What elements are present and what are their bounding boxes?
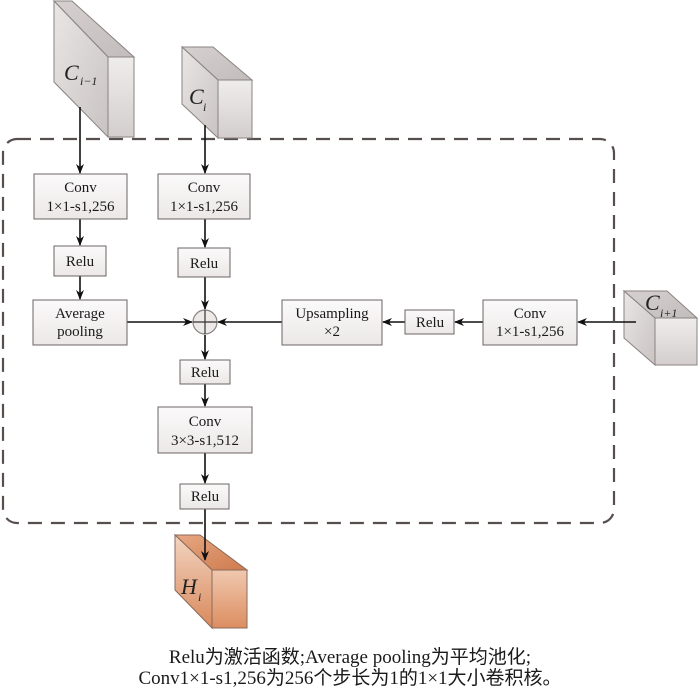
block-title: Relu bbox=[191, 365, 220, 381]
block-params: 1×1-s1,256 bbox=[170, 199, 239, 215]
block-title: Relu bbox=[191, 489, 220, 505]
block-upsampling: Upsampling ×2 bbox=[281, 299, 383, 346]
block-title: Conv bbox=[64, 180, 97, 196]
cube-label-sub: i bbox=[203, 100, 206, 114]
caption-line-2: Conv1×1-s1,256为256个步长为1的1×1大小卷积核。 bbox=[138, 668, 562, 689]
block-average-pooling: Average pooling bbox=[32, 299, 128, 346]
block-conv-3x3: Conv 3×3-s1,512 bbox=[157, 406, 253, 454]
input-feature-c-cur: C i bbox=[180, 45, 254, 140]
block-title: Average bbox=[55, 306, 105, 322]
block-relu-mid: Relu bbox=[177, 247, 231, 278]
connectors bbox=[76, 107, 636, 561]
cube-label-sub: i−1 bbox=[80, 74, 97, 88]
cube-front-face bbox=[217, 79, 253, 139]
block-title: Upsampling bbox=[295, 306, 369, 322]
cube-front-face bbox=[107, 56, 135, 138]
block-relu-right: Relu bbox=[404, 309, 455, 335]
block-title-2: pooling bbox=[57, 324, 103, 340]
cube-front-face bbox=[211, 569, 248, 629]
block-conv-right: Conv 1×1-s1,256 bbox=[482, 299, 578, 346]
cube-label-sub: i+1 bbox=[660, 306, 677, 320]
block-title: Conv bbox=[188, 180, 221, 196]
input-feature-c-next: C i+1 bbox=[622, 289, 699, 367]
elementwise-sum-node bbox=[192, 309, 218, 335]
block-conv-mid: Conv 1×1-s1,256 bbox=[157, 173, 251, 220]
block-relu-left: Relu bbox=[53, 245, 107, 277]
block-params: 1×1-s1,256 bbox=[496, 324, 565, 340]
block-title: Conv bbox=[514, 306, 547, 322]
output-feature-h: H i bbox=[173, 533, 249, 630]
block-relu-final: Relu bbox=[179, 483, 230, 510]
cube-label: C bbox=[645, 290, 660, 315]
block-conv-left: Conv 1×1-s1,256 bbox=[33, 173, 128, 220]
cube-label: H bbox=[180, 574, 198, 599]
block-params: 3×3-s1,512 bbox=[171, 433, 239, 449]
block-relu-after-sum: Relu bbox=[179, 359, 231, 385]
block-title: Relu bbox=[66, 254, 95, 270]
module-boundary bbox=[1, 137, 616, 525]
block-params: ×2 bbox=[324, 324, 340, 340]
input-feature-c-prev: C i−1 bbox=[52, 0, 136, 139]
block-params: 1×1-s1,256 bbox=[46, 199, 115, 215]
block-title: Conv bbox=[189, 414, 222, 430]
block-title: Relu bbox=[416, 315, 445, 331]
caption-line-1: Relu为激活函数;Average pooling为平均池化; bbox=[168, 647, 532, 668]
cube-front-face bbox=[654, 317, 698, 366]
block-title: Relu bbox=[190, 256, 219, 272]
cube-label: C bbox=[64, 60, 79, 85]
cube-label-sub: i bbox=[198, 590, 201, 604]
cube-label: C bbox=[189, 84, 204, 109]
